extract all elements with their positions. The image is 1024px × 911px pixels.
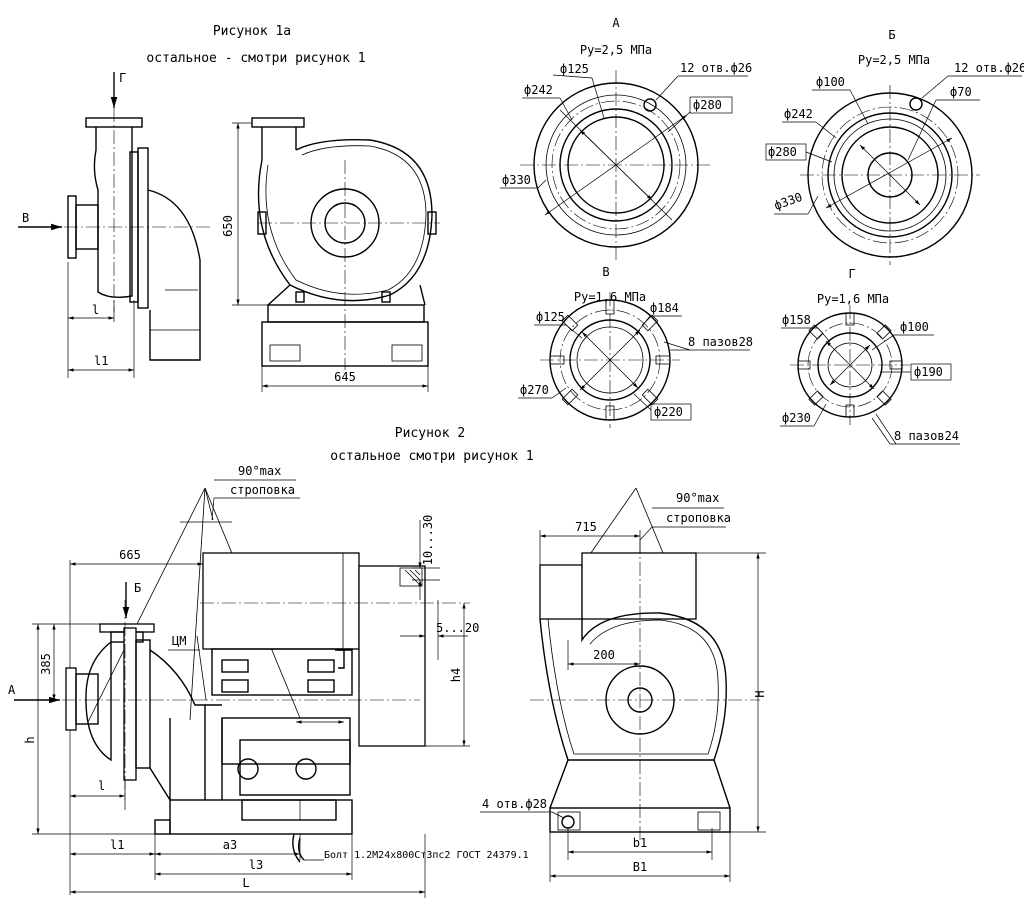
flange-g-pressure: Ру=1,6 МПа xyxy=(817,292,889,306)
side-arrow-a: А xyxy=(8,683,16,697)
fig1a-subtitle: остальное - смотри рисунок 1 xyxy=(146,51,365,66)
side-dim-5-20: 5...20 xyxy=(436,621,479,635)
front-holes: 4 отв.ф28 xyxy=(482,797,547,811)
flange-g-d158: ф158 xyxy=(782,313,811,327)
dim-645: 645 xyxy=(334,370,356,384)
arrow-g-label: Г xyxy=(119,71,126,85)
flange-b: Б Ру=2,5 МПа ф100 ф242 ф280 ф330 12 отв.… xyxy=(765,28,1024,265)
fig1a-side-view: Г В l l1 xyxy=(18,71,210,378)
flange-v-slots: 8 пазов28 xyxy=(688,335,753,349)
flange-b-d280: ф280 xyxy=(768,145,797,159)
dim-650: 650 xyxy=(221,215,235,237)
front-dim-b1: b1 xyxy=(633,836,647,850)
flange-a-holes: 12 отв.ф26 xyxy=(680,61,752,75)
side-cm-label: ЦМ xyxy=(172,634,186,648)
side-angle: 90°max xyxy=(238,464,281,478)
fig2-front-view: 90°max строповка 715 200 H xyxy=(480,487,767,882)
arrow-v-label: В xyxy=(22,211,29,225)
side-dim-l3: l3 xyxy=(249,858,263,872)
front-sling: строповка xyxy=(666,511,731,525)
flange-a-d330: ф330 xyxy=(502,173,531,187)
fig2-title: Рисунок 2 xyxy=(395,426,465,441)
front-angle: 90°max xyxy=(676,491,719,505)
flange-v: В Ру=1,6 МПа ф125 ф184 8 пазов28 ф xyxy=(518,265,753,428)
flange-g-slots: 8 пазов24 xyxy=(894,429,959,443)
flange-g-d190: ф190 xyxy=(914,365,943,379)
flange-v-d125: ф125 xyxy=(536,310,565,324)
flange-b-holes: 12 отв.ф26 xyxy=(954,61,1024,75)
flange-b-d242: ф242 xyxy=(784,107,813,121)
flange-a-d125: ф125 xyxy=(560,62,589,76)
side-dim-h: h xyxy=(23,736,37,743)
flange-a-d280: ф280 xyxy=(693,98,722,112)
front-dim-B1: B1 xyxy=(633,860,647,874)
dim-l-fig1a: l xyxy=(92,303,99,317)
flange-a-letter: А xyxy=(612,16,620,30)
side-arrow-b: Б xyxy=(134,581,141,595)
flange-v-d220: ф220 xyxy=(654,405,683,419)
fig1a-front-view: 650 645 xyxy=(221,117,440,392)
side-dim-a3: a3 xyxy=(223,838,237,852)
flange-b-pressure: Ру=2,5 МПа xyxy=(858,53,930,67)
flange-g-d100: ф100 xyxy=(900,320,929,334)
front-dim-H: H xyxy=(753,690,767,697)
flange-g-letter: Г xyxy=(848,267,855,281)
side-dim-10-30: 10...30 xyxy=(421,515,435,566)
fig2-side-view: 90°max строповка xyxy=(8,464,529,898)
dim-l1-fig1a: l1 xyxy=(94,354,108,368)
side-bolt-note: Болт 1.2М24х800Ст3пс2 ГОСТ 24379.1 xyxy=(324,850,529,861)
front-dim-715: 715 xyxy=(575,520,597,534)
flange-b-d100: ф100 xyxy=(816,75,845,89)
fig2-subtitle: остальное смотри рисунок 1 xyxy=(330,449,534,464)
flange-b-d330: ф330 xyxy=(772,190,804,213)
side-dim-l1: l1 xyxy=(110,838,124,852)
flange-a-pressure: Ру=2,5 МПа xyxy=(580,43,652,57)
flange-b-letter: Б xyxy=(888,28,895,42)
side-dim-385: 385 xyxy=(39,653,53,675)
flange-g-d230: ф230 xyxy=(782,411,811,425)
flange-g: Г Ру=1,6 МПа ф158 ф100 ф190 ф230 xyxy=(780,267,960,445)
fig1a-title: Рисунок 1а xyxy=(213,24,291,39)
front-dim-200: 200 xyxy=(593,648,615,662)
flange-a: А Ру=2,5 МПа ф125 ф242 ф330 12 отв.ф26 ф… xyxy=(500,16,752,260)
side-sling: строповка xyxy=(230,483,295,497)
flange-v-d270: ф270 xyxy=(520,383,549,397)
flange-v-d184: ф184 xyxy=(650,301,679,315)
flange-v-letter: В xyxy=(602,265,609,279)
flange-b-d70: ф70 xyxy=(950,85,972,99)
side-dim-665: 665 xyxy=(119,548,141,562)
side-dim-l: l xyxy=(98,779,105,793)
flange-a-d242: ф242 xyxy=(524,83,553,97)
side-dim-h4: h4 xyxy=(449,668,463,682)
side-dim-L: L xyxy=(242,876,249,890)
